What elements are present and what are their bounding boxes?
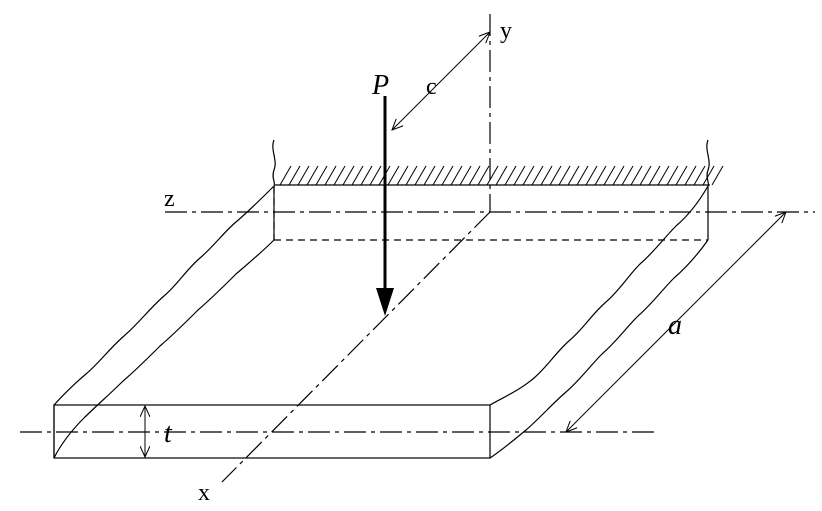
hatch-stroke: [603, 165, 616, 186]
hatch-stroke: [369, 165, 382, 186]
hatch-stroke: [585, 165, 598, 186]
hatch-stroke: [450, 165, 463, 186]
load-arrowhead: [376, 288, 394, 316]
hatch-stroke: [441, 165, 454, 186]
hatch-stroke: [639, 165, 652, 186]
hatch-stroke: [432, 165, 445, 186]
right-side-break-bottom: [489, 239, 709, 459]
hatch-stroke: [360, 165, 373, 186]
hatch-stroke: [414, 165, 427, 186]
hatch-stroke: [396, 165, 409, 186]
hatch-stroke: [567, 165, 580, 186]
hatch-stroke: [333, 165, 346, 186]
hatch-stroke: [405, 165, 418, 186]
left-side-break-top: [53, 185, 275, 406]
support-break-left: [272, 139, 276, 187]
hatch-stroke: [702, 165, 715, 186]
hatch-stroke: [504, 165, 517, 186]
hatch-stroke: [648, 165, 661, 186]
hatch-stroke: [324, 165, 337, 186]
hatch-stroke: [468, 165, 481, 186]
x-axis-label: x: [198, 480, 210, 506]
hatch-stroke: [549, 165, 562, 186]
hatch-stroke: [684, 165, 697, 186]
hatch-stroke: [387, 165, 400, 186]
hatch-stroke: [576, 165, 589, 186]
dimension-a-line: [566, 212, 786, 432]
hatch-stroke: [675, 165, 688, 186]
hatch-stroke: [297, 165, 310, 186]
span-label: a: [668, 310, 682, 341]
z-axis-label: z: [164, 186, 175, 212]
dimension-c-line: [392, 32, 490, 130]
hatch-stroke: [423, 165, 436, 186]
hatch-stroke: [486, 165, 499, 186]
hatch-stroke: [711, 165, 724, 186]
hatch-stroke: [531, 165, 544, 186]
fixed-support-hatching: [279, 165, 724, 186]
hatch-stroke: [612, 165, 625, 186]
hatch-stroke: [666, 165, 679, 186]
x-axis-line: [221, 211, 491, 483]
load-label: P: [371, 70, 389, 101]
hatch-stroke: [342, 165, 355, 186]
hatch-stroke: [306, 165, 319, 186]
load-offset-label: c: [426, 74, 437, 100]
hatch-stroke: [693, 165, 706, 186]
hatch-stroke: [657, 165, 670, 186]
right-side-break-top: [489, 185, 709, 406]
hatch-stroke: [522, 165, 535, 186]
hatch-stroke: [513, 165, 526, 186]
hatch-stroke: [495, 165, 508, 186]
hatch-stroke: [621, 165, 634, 186]
hatch-stroke: [315, 165, 328, 186]
hatch-stroke: [459, 165, 472, 186]
hatch-stroke: [351, 165, 364, 186]
hatch-stroke: [594, 165, 607, 186]
hatch-stroke: [630, 165, 643, 186]
hatch-stroke: [540, 165, 553, 186]
thickness-label: t: [164, 418, 173, 449]
y-axis-label: y: [500, 18, 512, 44]
left-side-break-bottom: [53, 239, 275, 459]
hatch-stroke: [558, 165, 571, 186]
hatch-stroke: [477, 165, 490, 186]
hatch-stroke: [279, 165, 292, 186]
support-break-right: [706, 139, 710, 187]
hatch-stroke: [288, 165, 301, 186]
